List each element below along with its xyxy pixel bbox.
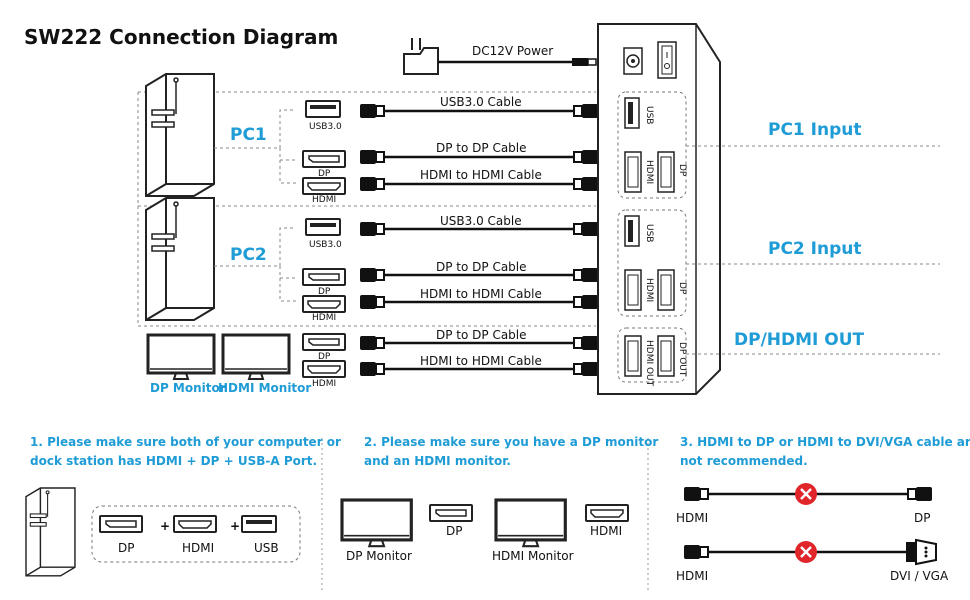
out-label: DP/HDMI OUT — [734, 330, 865, 350]
pc2-dp-cable-label: DP to DP Cable — [436, 260, 527, 274]
out-port-hdmi-label: HDMI OUT — [644, 340, 654, 387]
out-hdmi-cable — [359, 361, 599, 377]
pc1-port-dp-label: DP — [677, 164, 687, 177]
pc2-usb-cable-label: USB3.0 Cable — [440, 214, 522, 228]
hdmi-monitor-label: HDMI Monitor — [218, 381, 311, 395]
pc1-usb-cable — [359, 103, 599, 119]
cross-icon — [795, 541, 817, 563]
pc2-dp-port-icon — [302, 268, 346, 286]
pc2-usb-cable — [359, 221, 599, 237]
out-hdmi-cable-label: HDMI to HDMI Cable — [420, 354, 542, 368]
power-label: DC12V Power — [472, 44, 553, 58]
out-dp-cable — [359, 335, 599, 351]
pc1-hdmi-label: HDMI — [312, 195, 336, 205]
pc1-dp-port-icon — [302, 150, 346, 168]
pc2-hdmi-label: HDMI — [312, 313, 336, 323]
pc1-hdmi-cable — [359, 176, 599, 192]
pc1-usb30-label: USB3.0 — [309, 122, 342, 132]
pc1-label: PC1 — [230, 125, 267, 145]
pc1-usb-port-icon — [305, 100, 341, 118]
note2-line1: 2. Please make sure you have a DP monito… — [364, 435, 658, 449]
pc2-port-dp-label: DP — [677, 282, 687, 295]
note1-hdmi-port-icon — [173, 515, 217, 533]
pc1-dp-label: DP — [318, 169, 331, 179]
pc2-tower-icon — [145, 197, 215, 321]
note2-dp-monitor-icon — [340, 498, 413, 548]
note1-pc-icon — [25, 487, 76, 577]
note3-hdmi-label-2: HDMI — [676, 569, 708, 583]
pc2-dp-cable — [359, 267, 599, 283]
pc1-input-label: PC1 Input — [768, 120, 862, 140]
pc1-tower-icon — [145, 73, 215, 197]
out-dp-cable-label: DP to DP Cable — [436, 328, 527, 342]
pc2-input-label: PC2 Input — [768, 239, 862, 259]
pc1-hdmi-cable-label: HDMI to HDMI Cable — [420, 168, 542, 182]
pc1-usb-cable-label: USB3.0 Cable — [440, 95, 522, 109]
note1-dp-label: DP — [118, 541, 134, 555]
kvm-switch-device — [597, 23, 721, 395]
pc2-dp-label: DP — [318, 287, 331, 297]
pc1-dp-cable-label: DP to DP Cable — [436, 141, 527, 155]
note3-line1: 3. HDMI to DP or HDMI to DVI/VGA cable a… — [680, 435, 970, 449]
note2-hdmi-monitor-icon — [494, 498, 567, 548]
pc2-port-usb-label: USB — [644, 224, 654, 242]
out-hdmi-port-icon — [302, 360, 346, 378]
note3-hdmi-label-1: HDMI — [676, 511, 708, 525]
note1-hdmi-label: HDMI — [182, 541, 214, 555]
pc1-port-hdmi-label: HDMI — [644, 160, 654, 184]
pc1-dp-cable — [359, 149, 599, 165]
note2-dp-label: DP — [446, 524, 462, 538]
pc1-port-usb-label: USB — [644, 106, 654, 124]
pc2-hdmi-cable-label: HDMI to HDMI Cable — [420, 287, 542, 301]
pc2-label: PC2 — [230, 245, 267, 265]
pc2-port-hdmi-label: HDMI — [644, 278, 654, 302]
out-dp-label: DP — [318, 352, 331, 362]
pc1-hdmi-port-icon — [302, 177, 346, 195]
out-port-dp-label: DP OUT — [677, 342, 687, 377]
note1-plus2: + — [230, 519, 240, 533]
note1-plus1: + — [160, 519, 170, 533]
note3-dvi-vga-label: DVI / VGA — [890, 569, 949, 583]
out-hdmi-label: HDMI — [312, 379, 336, 389]
note1-line1: 1. Please make sure both of your compute… — [30, 435, 341, 449]
note3-line2: not recommended. — [680, 454, 808, 468]
diagram-title: SW222 Connection Diagram — [24, 25, 338, 49]
power-adapter-icon — [403, 38, 597, 75]
hdmi-monitor-icon — [221, 333, 291, 381]
pc2-hdmi-cable — [359, 294, 599, 310]
dp-monitor-icon — [146, 333, 216, 381]
pc2-usb30-label: USB3.0 — [309, 240, 342, 250]
pc2-usb-port-icon — [305, 218, 341, 236]
note1-usb-port-icon — [241, 515, 277, 533]
pc2-hdmi-port-icon — [302, 295, 346, 313]
note2-dp-monitor-label: DP Monitor — [346, 549, 412, 563]
cross-icon — [795, 483, 817, 505]
note1-line2: dock station has HDMI + DP + USB-A Port. — [30, 454, 317, 468]
note2-hdmi-port-icon — [585, 504, 629, 522]
note2-hdmi-label: HDMI — [590, 524, 622, 538]
note2-dp-port-icon — [429, 504, 473, 522]
note1-usb-label: USB — [254, 541, 279, 555]
note1-dp-port-icon — [99, 515, 143, 533]
dp-monitor-label: DP Monitor — [150, 381, 226, 395]
note2-line2: and an HDMI monitor. — [364, 454, 511, 468]
note2-hdmi-monitor-label: HDMI Monitor — [492, 549, 574, 563]
note3-dp-label: DP — [914, 511, 930, 525]
out-dp-port-icon — [302, 333, 346, 351]
